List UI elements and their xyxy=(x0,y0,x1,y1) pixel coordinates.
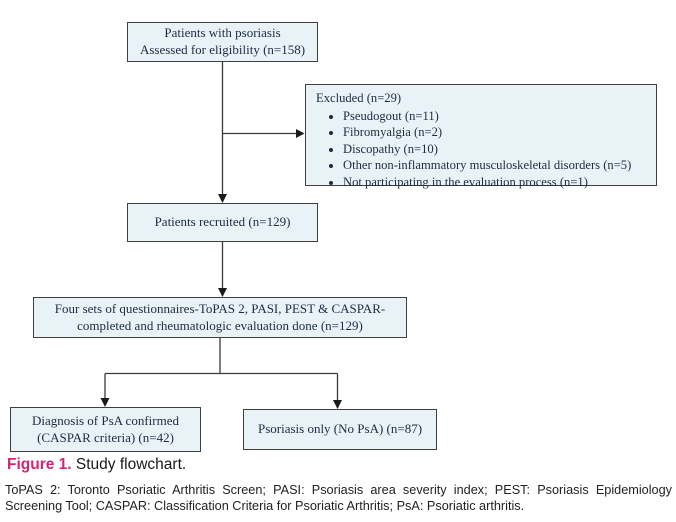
flow-box-recruited: Patients recruited (n=129) xyxy=(127,203,318,242)
excluded-item-pseudogout: Pseudogout (n=11) xyxy=(343,109,648,125)
excluded-list: Pseudogout (n=11) Fibromyalgia (n=2) Dis… xyxy=(316,109,648,192)
flow-box-excluded: Excluded (n=29) Pseudogout (n=11) Fibrom… xyxy=(305,84,657,189)
figure-caption-label: Figure 1. xyxy=(7,456,72,473)
questionnaires-line1: Four sets of questionnaires-ToPAS 2, PAS… xyxy=(54,300,386,316)
flow-box-psoriasis-only: Psoriasis only (No PsA) (n=87) xyxy=(243,409,437,450)
flow-box-questionnaires: Four sets of questionnaires-ToPAS 2, PAS… xyxy=(33,297,407,338)
excluded-item-not-participating: Not participating in the evaluation proc… xyxy=(343,175,648,191)
arrowhead-right-excluded xyxy=(296,129,305,138)
eligibility-line2: Assessed for eligibility (n=158) xyxy=(139,42,306,57)
figure-footnote: ToPAS 2: Toronto Psoriatic Arthritis Scr… xyxy=(5,483,672,513)
arrowhead-down-psoriasis-only xyxy=(333,400,342,409)
eligibility-line1: Patients with psoriasis xyxy=(164,25,281,41)
figure-caption: Figure 1. Study flowchart. xyxy=(7,456,186,474)
flowchart-connectors xyxy=(100,62,342,409)
recruited-text: Patients recruited (n=129) xyxy=(154,214,291,230)
excluded-item-other-msk: Other non-inflammatory musculoskeletal d… xyxy=(343,158,648,174)
arrowhead-down-recruited xyxy=(218,194,227,203)
excluded-item-fibromyalgia: Fibromyalgia (n=2) xyxy=(343,125,648,141)
arrowhead-down-psa-confirmed xyxy=(100,398,110,407)
psa-confirmed-line2: (CASPAR criteria) (n=42) xyxy=(37,429,174,445)
flow-box-psa-confirmed: Diagnosis of PsA confirmed (CASPAR crite… xyxy=(10,407,201,452)
psoriasis-only-text: Psoriasis only (No PsA) (n=87) xyxy=(257,421,423,437)
flow-box-eligibility: Patients with psoriasis Assessed for eli… xyxy=(127,22,318,62)
questionnaires-line2: completed and rheumatologic evaluation d… xyxy=(77,317,363,333)
excluded-item-discopathy: Discopathy (n=10) xyxy=(343,142,648,158)
figure-caption-text: Study flowchart. xyxy=(71,456,187,473)
connector-questionnaires-split xyxy=(104,338,339,401)
psa-confirmed-line1: Diagnosis of PsA confirmed xyxy=(32,412,179,428)
excluded-title: Excluded (n=29) xyxy=(316,91,402,105)
arrowhead-down-questionnaires xyxy=(218,288,227,297)
